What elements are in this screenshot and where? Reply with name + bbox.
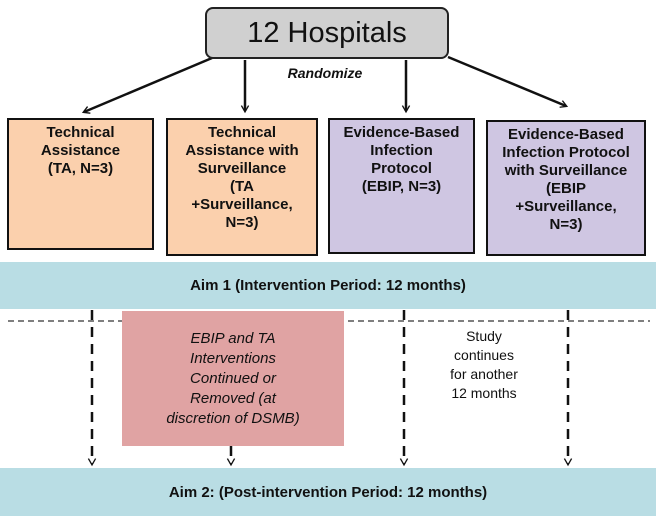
aim2-label: Aim 2: (Post-intervention Period: 12 mon… xyxy=(168,483,488,501)
hospitals-label: 12 Hospitals xyxy=(247,16,407,49)
randomize-arrow-4 xyxy=(447,55,569,108)
randomize-label: Randomize xyxy=(287,65,363,81)
arm-ebip-surveillance: Evidence-Based Infection Protocol with S… xyxy=(486,120,646,256)
study-continues-note: Study continues for another 12 months xyxy=(450,328,518,401)
interventions-note-box: EBIP and TA Interventions Continued or R… xyxy=(122,311,344,446)
aim1-label: Aim 1 (Intervention Period: 12 months) xyxy=(190,277,466,294)
aim2-band: Aim 2: (Post-intervention Period: 12 mon… xyxy=(0,468,656,516)
hospitals-box: 12 Hospitals xyxy=(205,7,449,59)
arm-technical-assistance-surveillance: Technical Assistance with Surveillance (… xyxy=(166,118,318,256)
arm-ebip: Evidence-Based Infection Protocol (EBIP,… xyxy=(328,118,475,254)
arm-technical-assistance: Technical Assistance (TA, N=3) xyxy=(7,118,154,250)
aim1-band: Aim 1 (Intervention Period: 12 months) xyxy=(0,262,656,309)
randomize-arrow-1 xyxy=(81,56,213,114)
